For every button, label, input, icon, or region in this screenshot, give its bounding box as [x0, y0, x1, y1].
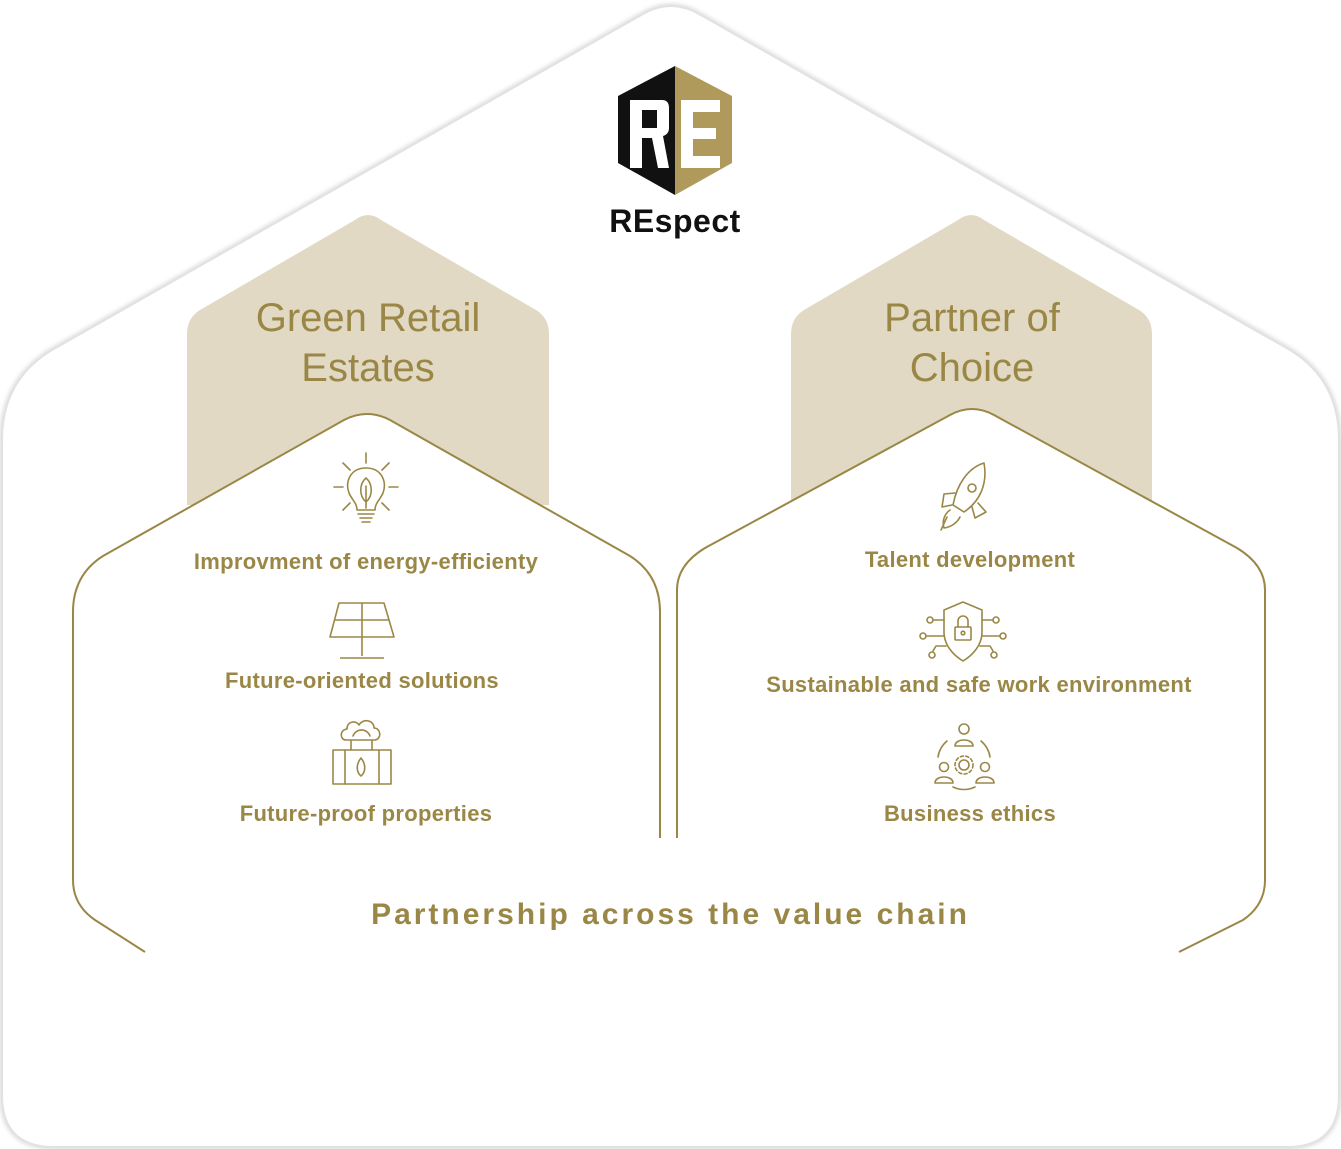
solar-panel-icon [329, 602, 395, 659]
item-talent-development: Talent development [864, 547, 1076, 572]
security-shield-lock-icon [919, 601, 1007, 662]
item-future-oriented-solutions: Future-oriented solutions [225, 668, 499, 693]
item-energy-efficiency: Improvment of energy-efficienty [193, 549, 539, 574]
pillar-title-partner-of-choice: Partner of Choice [791, 293, 1153, 393]
pillar-title-text: Partner of Choice [884, 296, 1060, 390]
pillar-title-text: Green Retail Estates [255, 296, 481, 390]
pillar-right-hexagon [791, 215, 1152, 505]
green-building-icon [332, 719, 392, 785]
team-collaboration-icon [934, 723, 995, 791]
pillar-title-green-retail-estates: Green Retail Estates [187, 293, 549, 393]
brand-name: REspect [609, 203, 741, 239]
inner-house-left [72, 413, 661, 953]
item-business-ethics: Business ethics [883, 801, 1056, 826]
pillar-left-hexagon [187, 215, 549, 505]
respect-logo-icon [618, 66, 732, 195]
inner-house-right [676, 408, 1266, 953]
item-future-proof-properties: Future-proof properties [239, 801, 493, 826]
footer-partnership-label: Partnership across the value chain [371, 898, 970, 931]
lightbulb-leaf-icon [333, 452, 399, 523]
rocket-icon [940, 462, 987, 531]
item-safe-work-environment: Sustainable and safe work environment [766, 672, 1192, 697]
